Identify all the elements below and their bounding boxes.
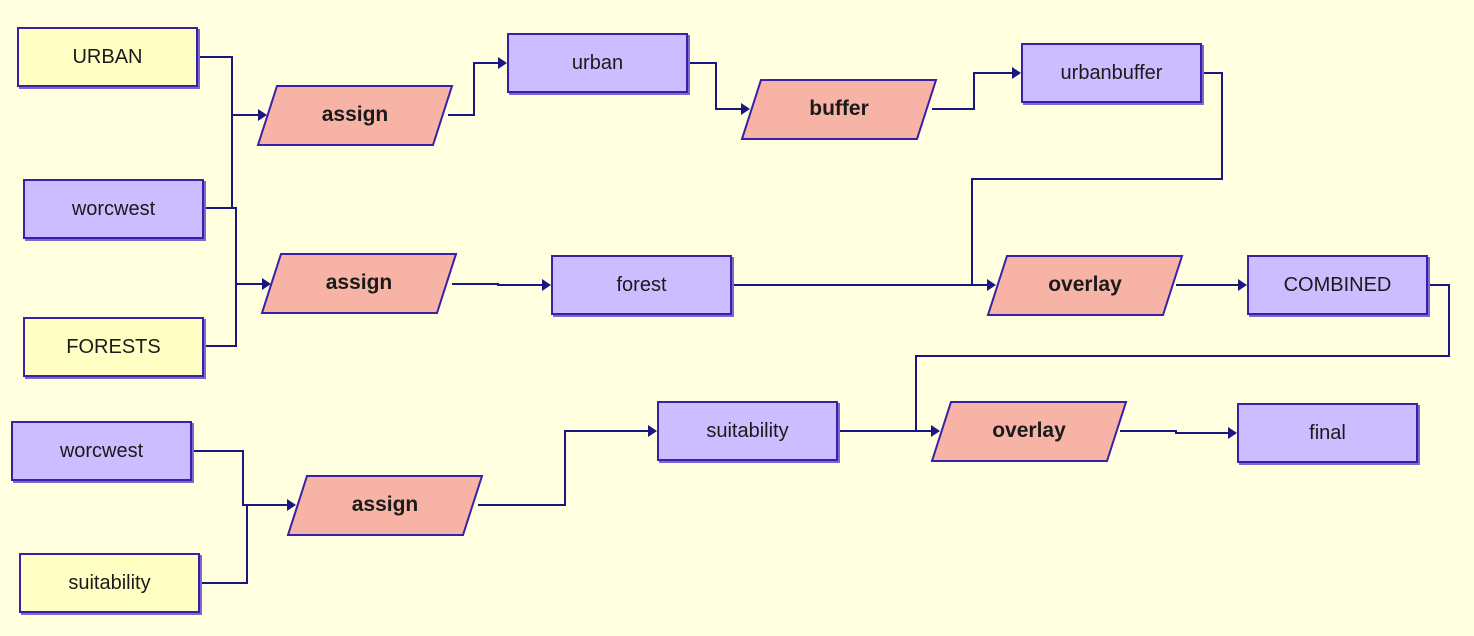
connector-assign3-suitability [478,430,650,506]
data-node-worcwest-bottom[interactable]: worcwest [11,421,192,481]
process-buffer-outline [740,79,938,140]
input-node-forests[interactable]: FORESTS [23,317,204,377]
data-node-final-label: final [1309,421,1346,444]
input-node-urban[interactable]: URBAN [17,27,198,87]
connector-urban-buffer [688,62,742,110]
data-node-forest[interactable]: forest [551,255,732,315]
process-overlay-2-label: overlay [992,419,1066,442]
connector-suitability-assign3 [200,505,248,584]
arrowhead-suitability [648,425,657,437]
process-assign-3[interactable]: assign [287,475,483,535]
process-overlay-1-label: overlay [1048,273,1122,296]
arrowhead-overlay1 [987,279,996,291]
data-node-combined-label: COMBINED [1283,273,1392,296]
data-node-suitability-label: suitability [706,419,789,442]
process-overlay-2[interactable]: overlay [931,401,1127,461]
arrowhead-buffer [741,103,750,115]
input-node-urban-label: URBAN [72,45,143,68]
arrowhead-assign2 [262,278,271,290]
process-buffer[interactable]: buffer [741,79,937,139]
process-buffer-label: buffer [809,97,869,120]
data-node-urban[interactable]: urban [507,33,688,93]
process-assign-2[interactable]: assign [261,253,457,313]
process-assign-1-outline [256,85,454,146]
process-assign-3-outline [286,475,484,536]
connector-worcwest-assign2 [204,207,262,285]
arrowhead-assign3 [287,499,296,511]
process-overlay-1[interactable]: overlay [987,255,1183,315]
arrowhead-forest [542,279,551,291]
data-node-worcwest-top-label: worcwest [71,197,156,220]
data-node-worcwest-bottom-label: worcwest [59,439,144,462]
arrowhead-final [1228,427,1237,439]
process-assign-1-label: assign [321,103,389,126]
process-overlay-1-outline [986,255,1184,316]
process-assign-1[interactable]: assign [257,85,453,145]
connector-worcwest-assign3 [192,450,288,506]
connector-urban-assign1 [198,56,258,116]
connector-forests-assign2 [204,284,237,347]
process-assign-3-label: assign [351,493,419,516]
data-node-combined[interactable]: COMBINED [1247,255,1428,315]
data-node-suitability[interactable]: suitability [657,401,838,461]
arrowhead-overlay2 [931,425,940,437]
connector-assign1-urban [448,62,500,116]
arrowhead-assign1 [258,109,267,121]
process-assign-2-outline [260,253,458,314]
connector-buffer-urbanbuffer [932,72,1014,110]
process-assign-2-label: assign [325,271,393,294]
input-node-suitability-label: suitability [68,571,151,594]
data-node-forest-label: forest [616,273,667,296]
input-node-suitability[interactable]: suitability [19,553,200,613]
data-node-worcwest-top[interactable]: worcwest [23,179,204,239]
data-node-urbanbuffer[interactable]: urbanbuffer [1021,43,1202,103]
connector-overlay2-final [1120,430,1230,434]
arrowhead-urban [498,57,507,69]
data-node-final[interactable]: final [1237,403,1418,463]
data-node-urban-label: urban [571,51,624,74]
arrowhead-urbanbuffer [1012,67,1021,79]
arrowhead-combined [1238,279,1247,291]
input-node-forests-label: FORESTS [66,335,161,358]
connector-assign2-forest [452,283,544,286]
data-node-urbanbuffer-label: urbanbuffer [1060,61,1163,84]
process-overlay-2-outline [930,401,1128,462]
